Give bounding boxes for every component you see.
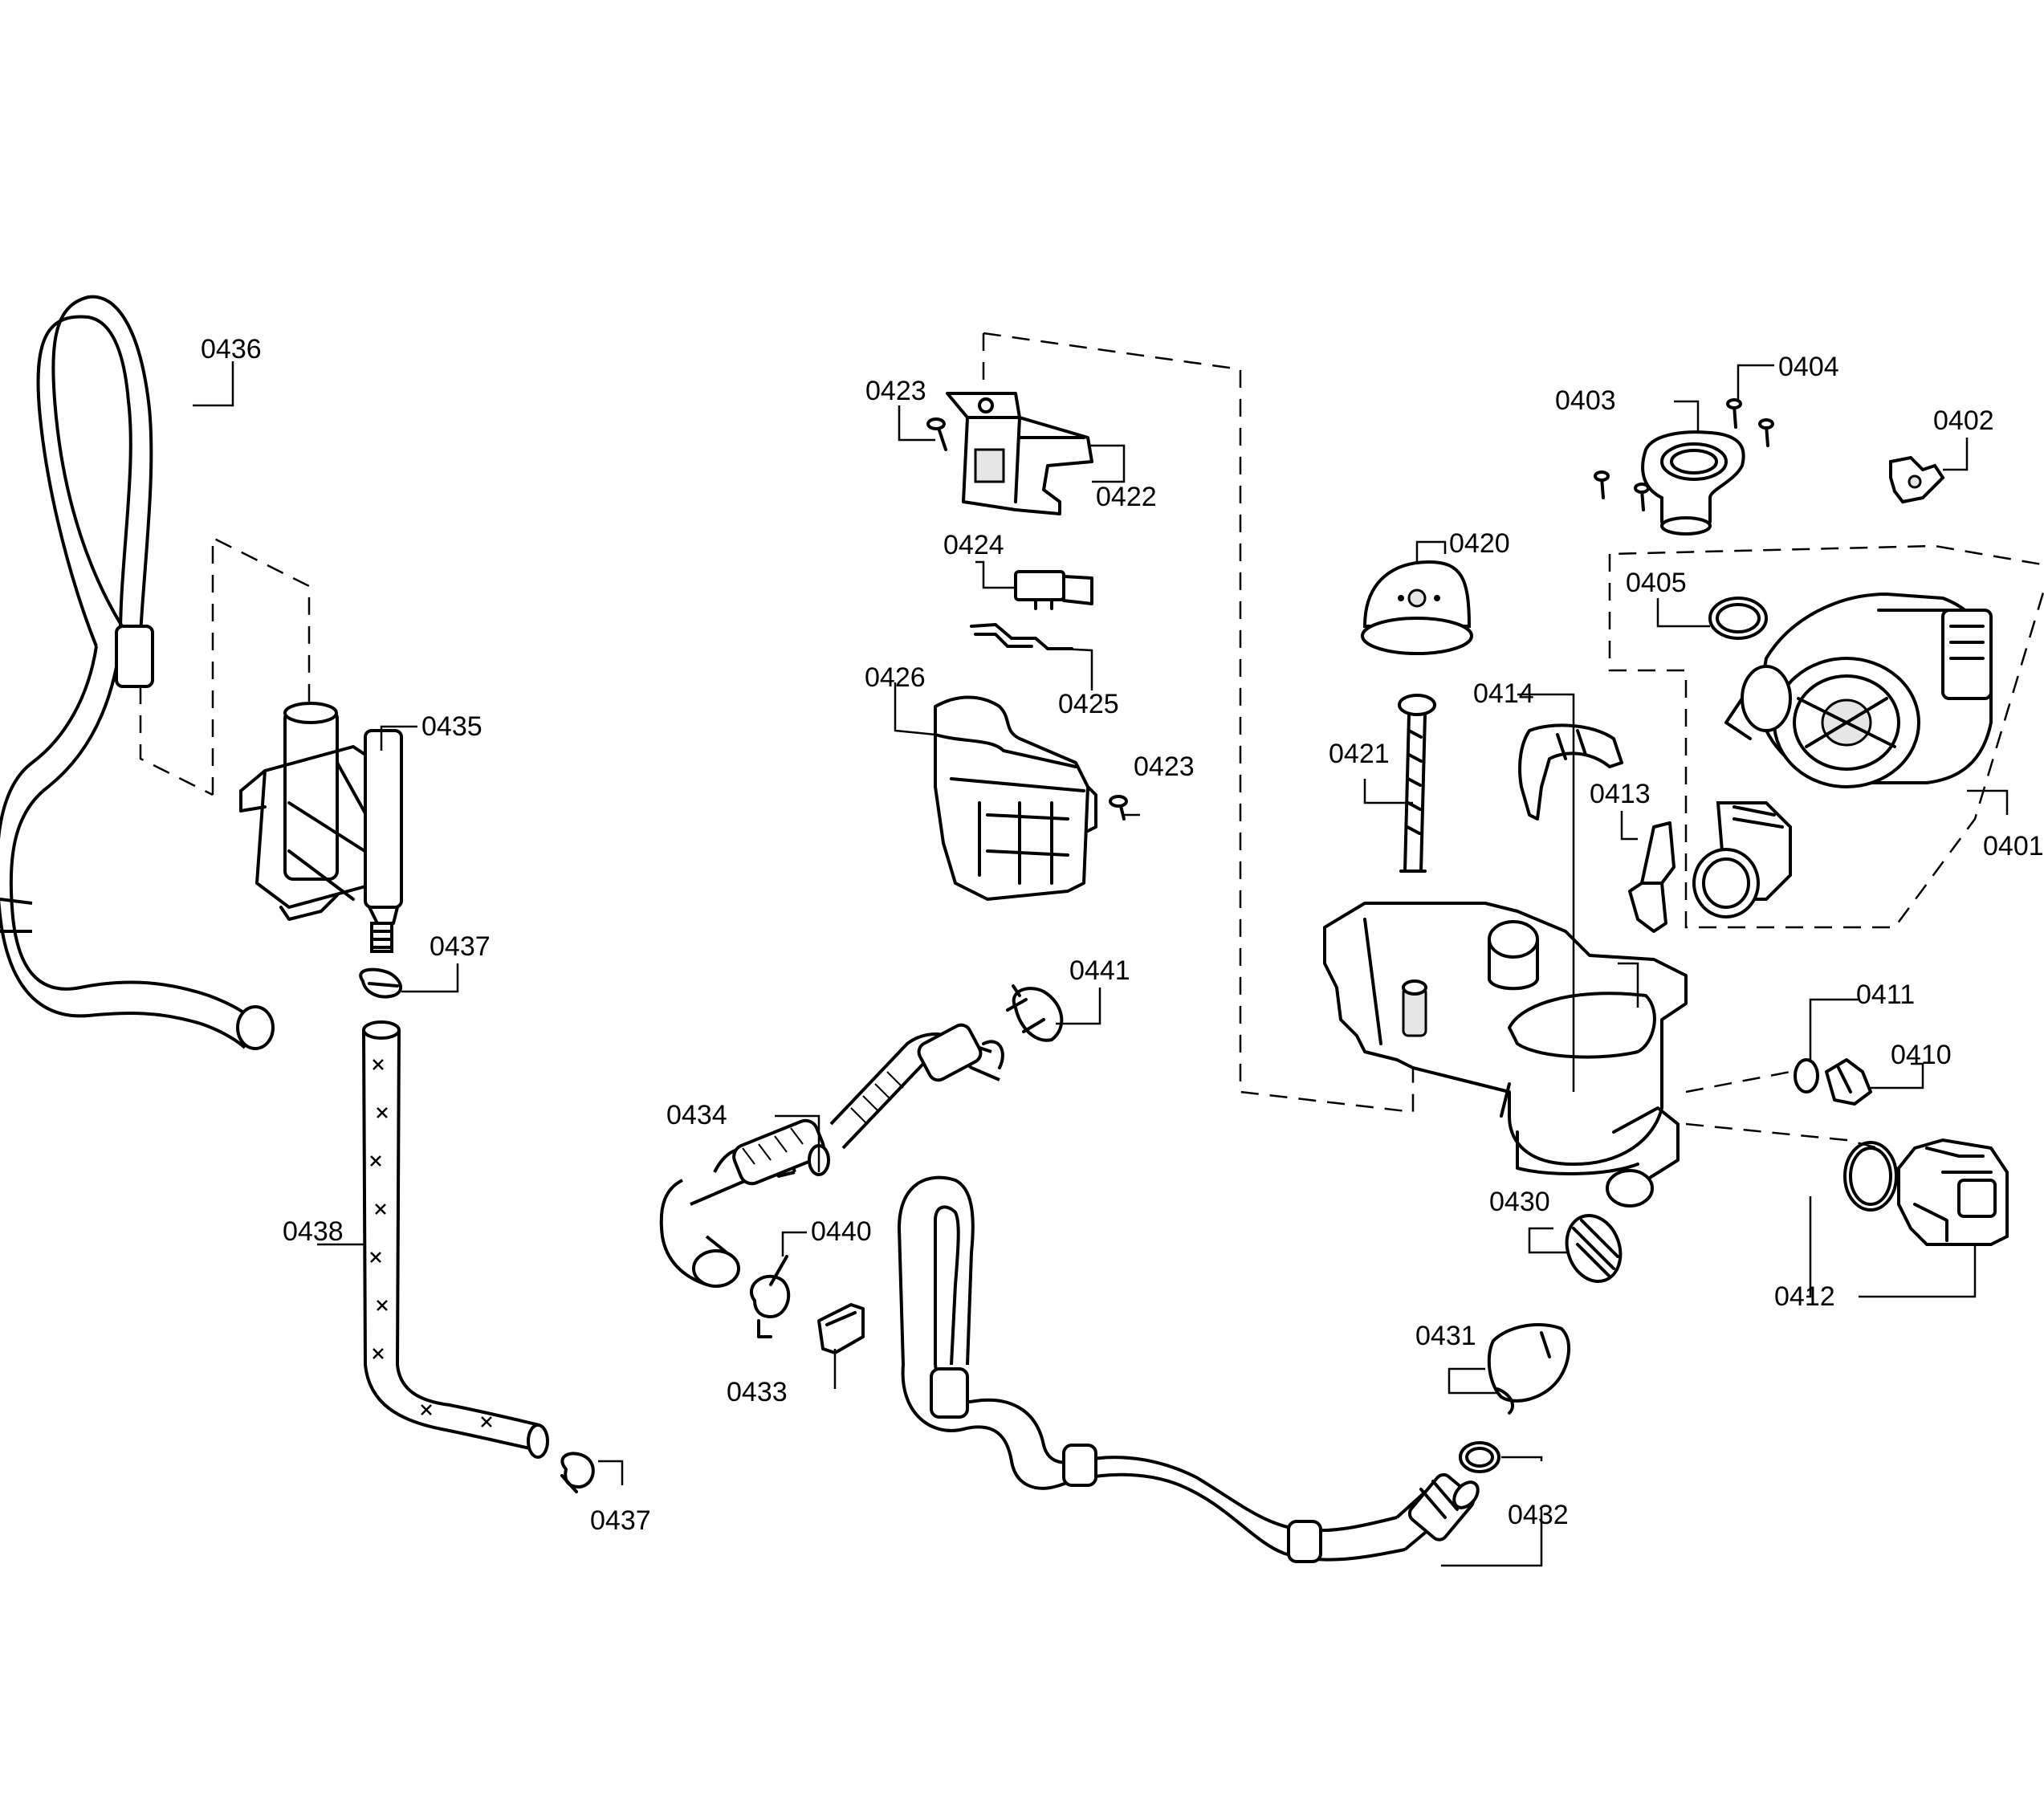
part-0423-screw-top (926, 417, 947, 451)
part-0404-screws (1594, 398, 1774, 511)
label-0423-top: 0423 (865, 376, 926, 406)
part-0436-drain-hose (0, 295, 275, 1050)
part-0441-clamp (1006, 984, 1064, 1042)
label-0414: 0414 (1473, 678, 1534, 709)
part-0437-clamp-lower (560, 1452, 595, 1493)
part-drain-hose-u (897, 1175, 1455, 1563)
part-0410-sensor (1825, 1058, 1872, 1106)
part-0422-bracket (946, 392, 1093, 515)
part-0413-clip (1628, 821, 1676, 933)
label-0401: 0401 (1983, 831, 2044, 861)
part-0411-oring (1794, 1058, 1819, 1093)
label-0412: 0412 (1774, 1281, 1835, 1312)
part-0425-wire-clip (970, 623, 1073, 650)
corrugation-lower (742, 1127, 804, 1165)
label-0436: 0436 (201, 334, 262, 364)
label-0432: 0432 (1508, 1500, 1569, 1530)
part-0423-screw-mid (1109, 795, 1128, 821)
label-0440: 0440 (811, 1216, 872, 1247)
label-0437-lower: 0437 (590, 1505, 651, 1536)
dashed-connector-0422-sump (982, 332, 1415, 1114)
part-0424-switch (1014, 570, 1093, 610)
part-0402-bracket (1889, 455, 1945, 504)
part-sump-outlet (1606, 1106, 1680, 1208)
label-0435: 0435 (421, 711, 482, 742)
label-0421: 0421 (1329, 739, 1390, 769)
part-0437-clamp-upper (359, 967, 402, 999)
part-0426-basket (934, 695, 1097, 901)
label-0404: 0404 (1778, 352, 1839, 382)
label-0433: 0433 (727, 1377, 788, 1407)
part-0421-stem (1398, 694, 1436, 873)
part-labels: 0436 0435 0437 0438 0437 0423 0422 0424 … (201, 334, 2044, 1536)
part-0435-valve (239, 702, 403, 953)
leader-lines (193, 361, 2009, 1567)
dashed-frame-0401 (1608, 544, 2044, 929)
label-0422: 0422 (1096, 482, 1157, 512)
part-0420-cap (1361, 560, 1473, 655)
part-0430-filter (1565, 1214, 1623, 1283)
label-0420: 0420 (1449, 528, 1510, 559)
label-0424: 0424 (943, 530, 1004, 560)
label-0402: 0402 (1933, 405, 1994, 436)
hose-texture (370, 1059, 492, 1427)
part-sump-base (1323, 902, 1688, 1175)
part-0438-hose (362, 1020, 549, 1459)
dashed-connector-sump-0412 (1685, 1070, 1879, 1150)
label-0413: 0413 (1590, 779, 1651, 809)
corrugation-upper (850, 1071, 904, 1125)
part-0412-pump (1843, 1138, 2009, 1246)
label-0430: 0430 (1489, 1187, 1550, 1217)
part-0433-clip (817, 1303, 865, 1354)
label-0434: 0434 (666, 1100, 727, 1130)
part-0401-motor (1724, 592, 1993, 788)
label-0425: 0425 (1058, 689, 1119, 719)
label-0423-mid: 0423 (1134, 751, 1195, 782)
label-0438: 0438 (283, 1216, 344, 1247)
label-0403: 0403 (1555, 385, 1616, 416)
label-0405: 0405 (1626, 568, 1687, 598)
part-0440-clamp (749, 1255, 791, 1338)
part-0431-cap (1487, 1323, 1571, 1415)
dashed-connector-0436-0435 (139, 536, 311, 796)
part-0432-nozzle (1407, 1441, 1500, 1541)
hose-coupling (115, 625, 154, 688)
part-0405-ring (1708, 597, 1768, 640)
label-0431: 0431 (1415, 1321, 1476, 1351)
part-0434-hose (659, 1023, 1004, 1288)
label-0410: 0410 (1891, 1040, 1952, 1070)
label-0411: 0411 (1856, 979, 1915, 1010)
label-0437-upper: 0437 (430, 931, 491, 962)
part-0403-housing (1641, 430, 1745, 536)
part-motor-inlet (1692, 801, 1792, 918)
label-0426: 0426 (865, 662, 926, 693)
label-0441: 0441 (1069, 955, 1130, 986)
